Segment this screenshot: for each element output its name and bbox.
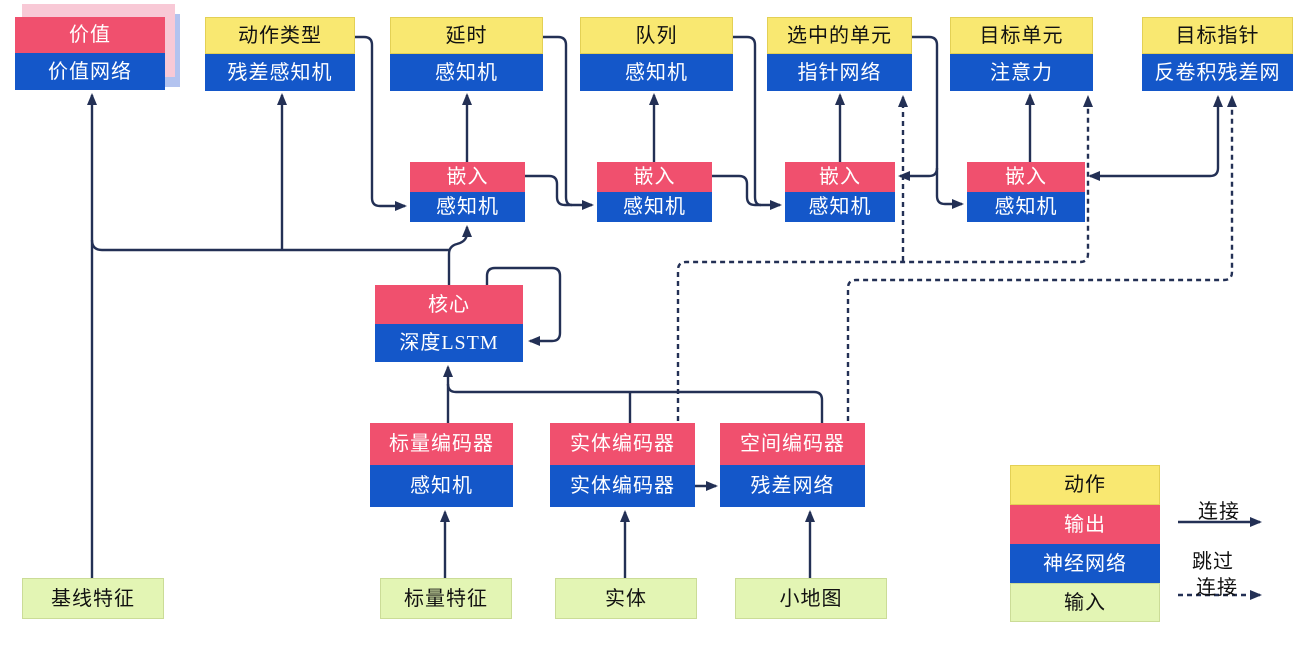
node-target-pointer: 目标指针 反卷积残差网	[1142, 17, 1293, 91]
embed3-network-label: 感知机	[785, 192, 895, 222]
node-action-type: 动作类型 残差感知机	[205, 17, 355, 91]
node-delay: 延时 感知机	[390, 17, 543, 91]
node-core: 核心 深度LSTM	[375, 285, 523, 362]
embed2-network-label: 感知机	[597, 192, 712, 222]
node-embed3: 嵌入 感知机	[785, 162, 895, 222]
edge-selected-to-embed3	[898, 167, 939, 181]
node-spatial-encoder: 空间编码器 残差网络	[720, 423, 865, 507]
selected-units-network-label: 指针网络	[767, 54, 912, 91]
scalar-encoder-label: 标量编码器	[370, 423, 513, 465]
legend-skip-label-line2: 连接	[1196, 577, 1238, 599]
node-queue: 队列 感知机	[580, 17, 733, 91]
node-scalar-features: 标量特征	[380, 578, 512, 619]
target-pointer-network-label: 反卷积残差网	[1142, 54, 1293, 91]
spatial-encoder-label: 空间编码器	[720, 423, 865, 465]
skip-entity-to-targetunit	[676, 95, 1093, 421]
node-embed2: 嵌入 感知机	[597, 162, 712, 222]
node-target-unit: 目标单元 注意力	[950, 17, 1093, 91]
entity-encoder-network-label: 实体编码器	[550, 465, 695, 507]
edge-core-to-embed1	[447, 225, 472, 287]
spatial-encoder-network-label: 残差网络	[720, 465, 865, 507]
delay-label: 延时	[390, 17, 543, 54]
value-output-label: 价值	[15, 17, 165, 53]
delay-network-label: 感知机	[390, 54, 543, 91]
edge-embed1-to-embed2	[525, 174, 594, 210]
embed1-label: 嵌入	[410, 162, 525, 192]
node-scalar-encoder: 标量编码器 感知机	[370, 423, 513, 507]
embed3-label: 嵌入	[785, 162, 895, 192]
edge-embed2-to-embed3	[712, 174, 782, 210]
node-embed1: 嵌入 感知机	[410, 162, 525, 222]
queue-network-label: 感知机	[580, 54, 733, 91]
target-unit-label: 目标单元	[950, 17, 1093, 54]
queue-label: 队列	[580, 17, 733, 54]
core-label: 核心	[375, 285, 523, 324]
node-minimap: 小地图	[735, 578, 887, 619]
embed4-network-label: 感知机	[967, 192, 1085, 222]
node-embed4: 嵌入 感知机	[967, 162, 1085, 222]
action-type-network-label: 残差感知机	[205, 54, 355, 91]
node-entities: 实体	[555, 578, 697, 619]
edge-core-selfloop	[485, 266, 562, 346]
entity-encoder-label: 实体编码器	[550, 423, 695, 465]
value-network-label: 价值网络	[15, 53, 165, 90]
node-baseline-features: 基线特征	[22, 578, 164, 619]
legend-color-key: 动作 输出 神经网络 输入	[1010, 465, 1160, 622]
edge-selected-to-embed4	[912, 35, 964, 209]
legend-connection-label: 连接	[1198, 501, 1240, 523]
skip-spatial-to-targetpointer	[846, 95, 1237, 421]
node-entity-encoder: 实体编码器 实体编码器	[550, 423, 695, 507]
scalar-encoder-network-label: 感知机	[370, 465, 513, 507]
legend-input-label: 输入	[1010, 583, 1160, 622]
embed1-network-label: 感知机	[410, 192, 525, 222]
action-type-label: 动作类型	[205, 17, 355, 54]
selected-units-label: 选中的单元	[767, 17, 912, 54]
legend-network-label: 神经网络	[1010, 544, 1160, 583]
legend-action-label: 动作	[1010, 465, 1160, 505]
embed2-label: 嵌入	[597, 162, 712, 192]
embed4-label: 嵌入	[967, 162, 1085, 192]
target-pointer-label: 目标指针	[1142, 17, 1293, 54]
node-selected-units: 选中的单元 指针网络	[767, 17, 912, 91]
legend-output-label: 输出	[1010, 505, 1160, 544]
legend-skip-label-line1: 跳过	[1192, 551, 1234, 573]
edge-embed4-targetpointer	[1088, 95, 1223, 181]
core-network-label: 深度LSTM	[375, 324, 523, 362]
node-value: 价值 价值网络	[15, 17, 165, 90]
edge-actiontype-to-embed1	[355, 35, 407, 211]
edge-core-branch-left	[90, 239, 449, 252]
target-unit-network-label: 注意力	[950, 54, 1093, 91]
edge-spatial-to-core	[446, 383, 824, 423]
